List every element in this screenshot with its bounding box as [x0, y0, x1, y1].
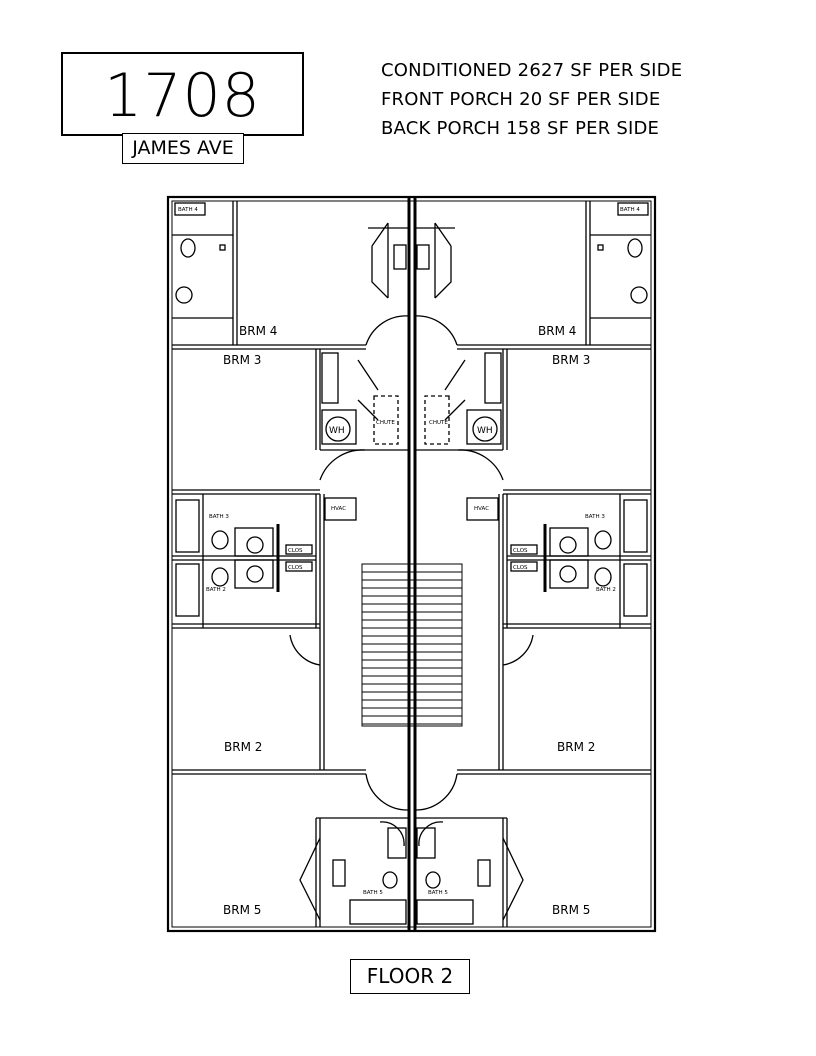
street-name-box: JAMES AVE — [122, 133, 244, 164]
address-number: 1708 — [104, 61, 261, 131]
hvac-closet — [324, 497, 357, 521]
street-name: JAMES AVE — [132, 137, 234, 159]
bath2-label-left: BATH 2 — [206, 587, 226, 593]
bath5-label-left: BATH 5 — [363, 890, 383, 896]
chute-label-right: CHUTE — [429, 420, 448, 426]
room-label-brm4-left: BRM 4 — [239, 324, 277, 338]
closet-door — [371, 222, 389, 299]
water-heater-closet — [321, 409, 357, 445]
water-heater — [325, 416, 351, 442]
bath5-label-right: BATH 5 — [428, 890, 448, 896]
linen-closet — [321, 352, 339, 404]
closet-label-left-a: CLOS — [288, 548, 303, 554]
bath2-label-right: BATH 2 — [596, 587, 616, 593]
room-label-brm2-left: BRM 2 — [224, 740, 262, 754]
area-note-back-porch: BACK PORCH 158 SF PER SIDE — [381, 118, 660, 139]
tub — [175, 499, 200, 553]
area-notes: CONDITIONED 2627 SF PER SIDE FRONT PORCH… — [381, 56, 682, 143]
bath4-label-right: BATH 4 — [620, 207, 640, 213]
left-unit — [172, 201, 410, 927]
closet-label-right-a: CLOS — [513, 548, 528, 554]
water-heater-label-left: WH — [329, 426, 345, 436]
staircase — [361, 563, 463, 727]
room-label-brm4-right: BRM 4 — [538, 324, 576, 338]
area-note-front-porch: FRONT PORCH 20 SF PER SIDE — [381, 89, 661, 110]
toilet — [180, 238, 196, 258]
floor-label-box: FLOOR 2 — [350, 959, 470, 994]
room-label-brm2-right: BRM 2 — [557, 740, 595, 754]
closet-label-left-b: CLOS — [288, 565, 303, 571]
room-label-brm3-left: BRM 3 — [223, 353, 261, 367]
floor-label: FLOOR 2 — [366, 964, 454, 988]
toilet — [382, 871, 398, 889]
chute-label-left: CHUTE — [376, 420, 395, 426]
toilet — [211, 567, 229, 587]
hvac-label-left: HVAC — [331, 506, 346, 512]
water-heater-label-right: WH — [477, 426, 493, 436]
exterior-wall-inner — [171, 200, 652, 928]
room-label-brm5-left: BRM 5 — [223, 903, 261, 917]
tub — [349, 899, 407, 925]
closet-label-right-b: CLOS — [513, 565, 528, 571]
area-note-conditioned: CONDITIONED 2627 SF PER SIDE — [381, 60, 683, 81]
hvac-label-right: HVAC — [474, 506, 489, 512]
bath3-label-right: BATH 3 — [585, 514, 605, 520]
room-label-brm5-right: BRM 5 — [552, 903, 590, 917]
bath3-label-left: BATH 3 — [209, 514, 229, 520]
bath4-label-left: BATH 4 — [178, 207, 198, 213]
toilet — [211, 530, 229, 550]
right-unit — [413, 201, 651, 927]
sink — [175, 286, 193, 304]
room-label-brm3-right: BRM 3 — [552, 353, 590, 367]
tub — [175, 563, 200, 617]
sink — [246, 536, 264, 554]
exterior-wall — [166, 195, 657, 933]
sink — [246, 565, 264, 583]
tub — [174, 202, 206, 216]
